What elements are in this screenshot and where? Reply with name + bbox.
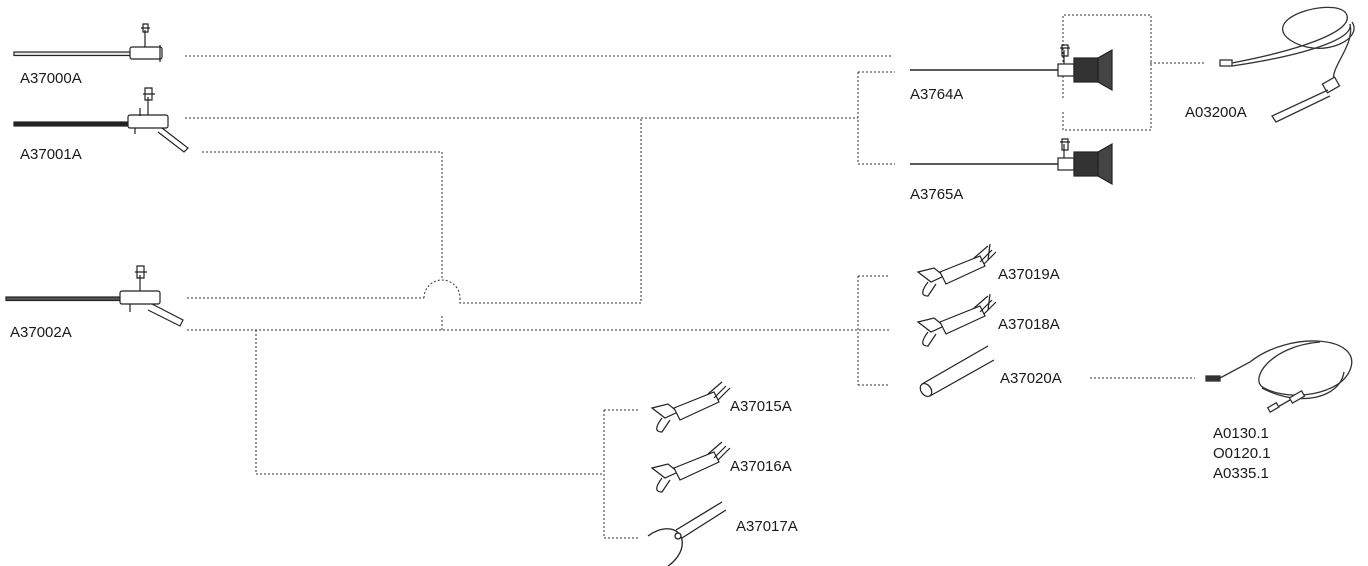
label-a37020a: A37020A [1000,370,1062,387]
label-a0335-1: A0335.1 [1213,465,1269,482]
hf-cable-icon [1205,340,1353,413]
label-a03200a: A03200A [1185,104,1247,121]
telescope-a3765a-icon [910,138,1113,186]
electrode-a37020a-icon [919,345,995,398]
label-a3765a: A3765A [910,186,964,203]
connector-a37001a-down [202,151,443,280]
connector-jump-arc [423,279,461,299]
label-a37016a: A37016A [730,458,792,475]
label-a0130-1: A0130.1 [1213,425,1269,442]
forceps-a37016a-icon [650,441,731,493]
label-a37017a: A37017A [736,518,798,535]
connector-lower-branch [255,330,604,475]
forceps-a37015a-icon [650,381,731,433]
label-a37001a: A37001A [20,146,82,163]
label-a3764a: A3764A [910,86,964,103]
connector-a37002a-mid [459,118,642,304]
telescope-a37000a-icon [13,23,163,62]
label-cable-codes: A0130.1 O0120.1 A0335.1 [1213,424,1271,484]
telescope-a3764a-icon [910,44,1113,92]
snare-a37017a-icon [647,501,727,566]
sheath-a37001a-icon [13,87,189,153]
sheath-a37002a-icon [5,265,184,327]
forceps-a37018a-icon [916,293,997,347]
label-a37018a: A37018A [998,316,1060,333]
label-a37019a: A37019A [998,266,1060,283]
forceps-a37019a-icon [916,243,997,297]
label-a37015a: A37015A [730,398,792,415]
label-a37002a: A37002A [10,324,72,341]
label-o0120-1: O0120.1 [1213,445,1271,462]
label-a37000a: A37000A [20,70,82,87]
light-cable-a03200a-icon [1219,6,1355,123]
